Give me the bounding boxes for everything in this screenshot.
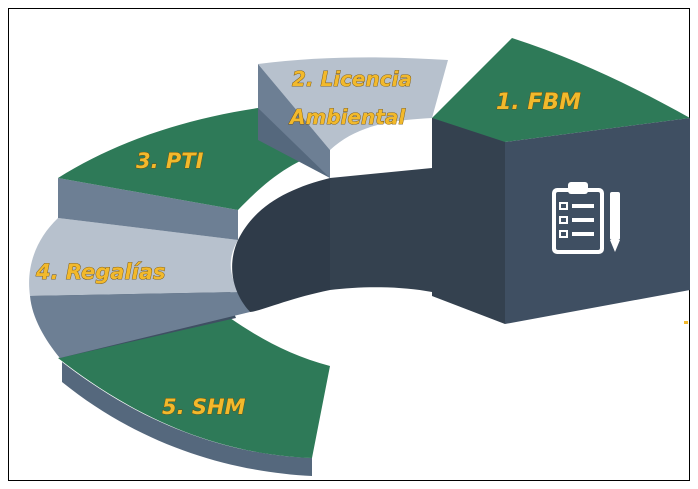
segment-fbm: 1. FBM — [432, 38, 690, 324]
segment-shm: 5. SHM — [58, 318, 330, 476]
segment-fbm-top — [432, 38, 690, 142]
segment-licencia: 2. Licencia Ambiental — [258, 57, 448, 178]
segment-regalias: 4. Regalías — [29, 218, 250, 358]
segment-shm-label: 5. SHM — [162, 395, 246, 419]
segment-licencia-label-2: Ambiental — [288, 105, 406, 129]
segment-licencia-top — [258, 57, 448, 150]
segment-licencia-label-1: 2. Licencia — [292, 67, 412, 91]
segment-regalias-label: 4. Regalías — [35, 260, 166, 284]
clipboard-checklist-icon — [552, 182, 620, 254]
segment-pti-side — [58, 178, 238, 240]
segment-fbm-left-face — [432, 118, 505, 324]
segment-shm-top — [58, 318, 330, 458]
segment-regalias-top — [29, 218, 240, 296]
inner-wall-mid — [330, 168, 432, 292]
segment-shm-side — [62, 362, 312, 476]
segment-fbm-label: 1. FBM — [496, 90, 581, 115]
segment-regalias-front — [30, 292, 250, 358]
segment-licencia-side — [258, 64, 330, 178]
edge-mark — [684, 321, 688, 324]
segment-pti-label: 3. PTI — [136, 149, 204, 173]
inner-wall-left — [232, 178, 330, 312]
